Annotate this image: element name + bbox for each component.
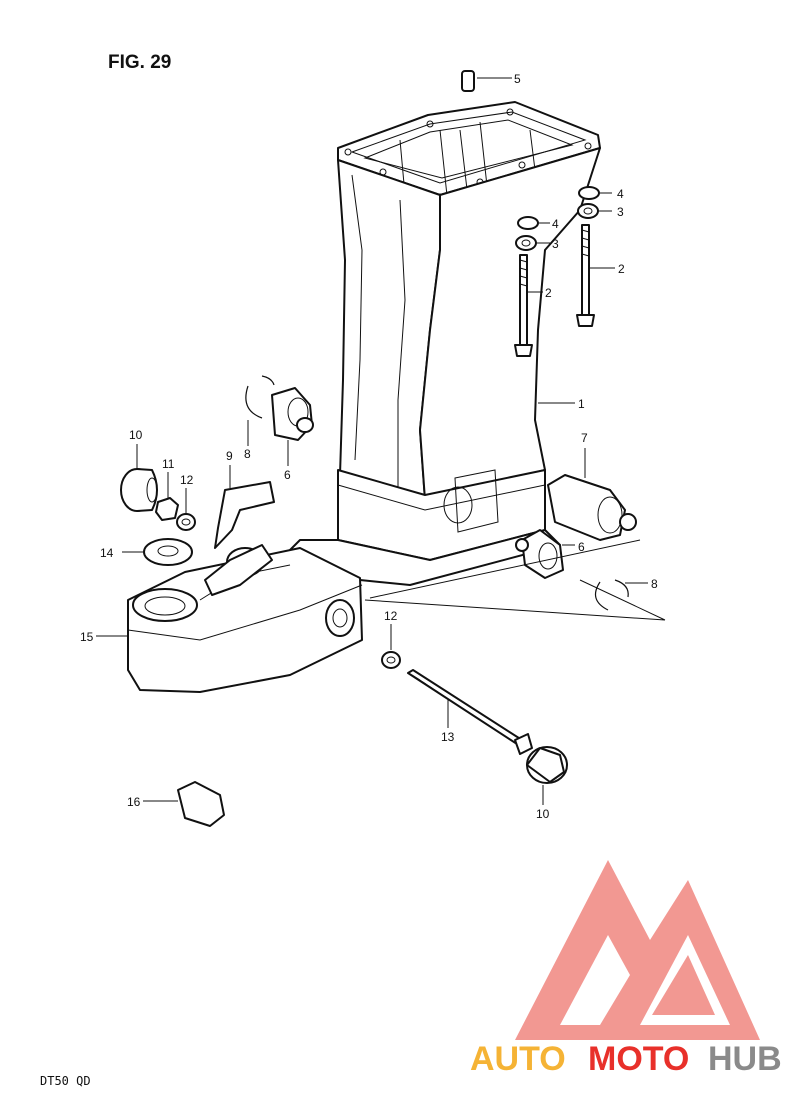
callout-labels: 5 4 3 4 3 2 2 1 7 6 8 8 6 9 10 11 12 14 … [80,72,658,821]
callout-12-lower: 12 [384,609,398,623]
bolt-13 [407,669,533,755]
callout-7: 7 [581,431,588,445]
callout-8-upper: 8 [244,447,251,461]
callout-4-right: 4 [617,187,624,201]
washer-3-center [515,235,537,251]
snap-ring-8-upper [245,385,263,419]
dowel-pin-5 [461,70,475,92]
bolt-2-right [576,224,595,327]
callout-6-upper: 6 [284,468,291,482]
model-code: DT50 QD [40,1074,91,1088]
callout-1: 1 [578,397,585,411]
callout-9: 9 [226,449,233,463]
automotohub-logo [515,860,760,1040]
callout-8-lower: 8 [651,577,658,591]
callout-2-right: 2 [618,262,625,276]
mount-rubber-10-upper [120,468,158,512]
leader-lines [96,77,648,805]
watermark-auto: AUTO [470,1040,566,1078]
washer-12-upper [176,513,196,531]
callout-14: 14 [100,546,114,560]
cap-16 [177,781,225,827]
mount-rubber-6-upper [271,387,314,441]
callout-11: 11 [162,457,175,471]
callout-3-center: 3 [552,237,559,251]
callout-4-center: 4 [552,217,559,231]
washer-12-lower [381,651,401,669]
assembly-guide-lines [364,539,666,621]
mount-rubber-10-lower [526,746,568,784]
bolt-2-center [514,254,533,357]
callout-10-lower: 10 [536,807,550,821]
lock-lever-9 [204,481,275,596]
callout-6-lower: 6 [578,540,585,554]
washer-3-right [577,203,599,219]
callout-16: 16 [127,795,141,809]
callout-2-center: 2 [545,286,552,300]
nut-11 [155,497,179,521]
figure-title: FIG. 29 [108,52,171,73]
drive-shaft-housing [279,101,601,601]
callout-3-right: 3 [617,205,624,219]
watermark-moto: MOTO [588,1040,689,1078]
washer-4-center [517,216,539,230]
callout-15: 15 [80,630,94,644]
callout-5: 5 [514,72,521,86]
snap-ring-8-lower [594,581,609,611]
mount-rubber-7 [547,474,637,541]
watermark-text: AUTO MOTO HUB [470,1040,782,1078]
callout-13: 13 [441,730,455,744]
callout-12-upper: 12 [180,473,194,487]
washer-4-right [578,186,600,200]
callout-10-upper: 10 [129,428,143,442]
washer-14 [143,538,193,566]
watermark-hub: HUB [708,1040,782,1078]
